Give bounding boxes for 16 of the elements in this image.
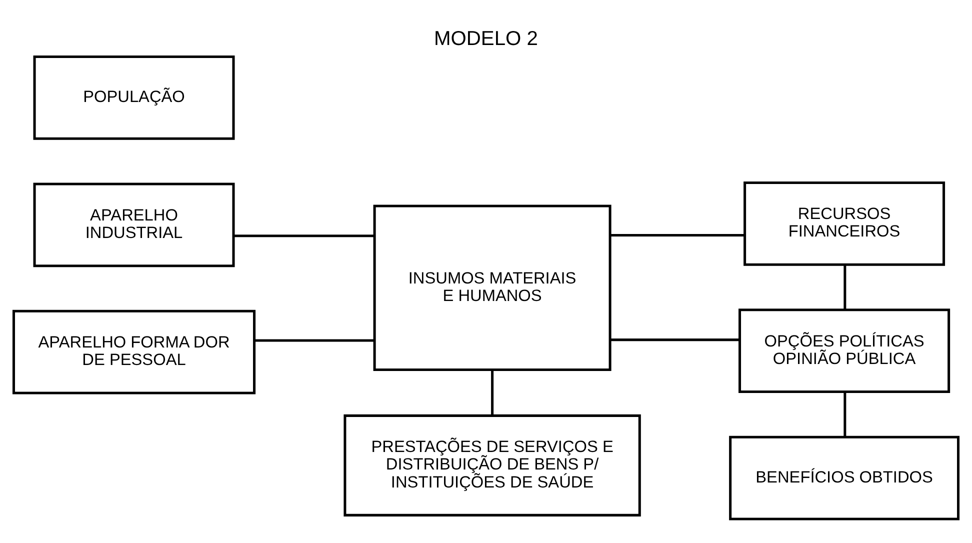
connector: [491, 370, 494, 416]
connector: [610, 234, 745, 237]
connector: [610, 338, 740, 342]
node-box: RECURSOS FINANCEIROS: [744, 181, 946, 266]
node-box: POPULAÇÃO: [33, 56, 235, 140]
node-box: APARELHO INDUSTRIAL: [33, 182, 235, 268]
diagram-title: MODELO 2: [434, 28, 538, 50]
connector: [844, 392, 846, 437]
node-box: BENEFÍCIOS OBTIDOS: [729, 436, 960, 520]
node-box: OPÇÕES POLÍTICAS OPINIÃO PÚBLICA: [738, 308, 950, 394]
connector: [254, 339, 374, 342]
connector: [844, 264, 846, 310]
node-box: APARELHO FORMA DOR DE PESSOAL: [12, 310, 256, 394]
node-box: INSUMOS MATERIAIS E HUMANOS: [373, 204, 612, 371]
node-box: PRESTAÇÕES DE SERVIÇOS E DISTRIBUIÇÃO DE BENS P/ INSTITUIÇÕES DE SAÚDE: [344, 414, 641, 516]
connector: [234, 234, 374, 238]
